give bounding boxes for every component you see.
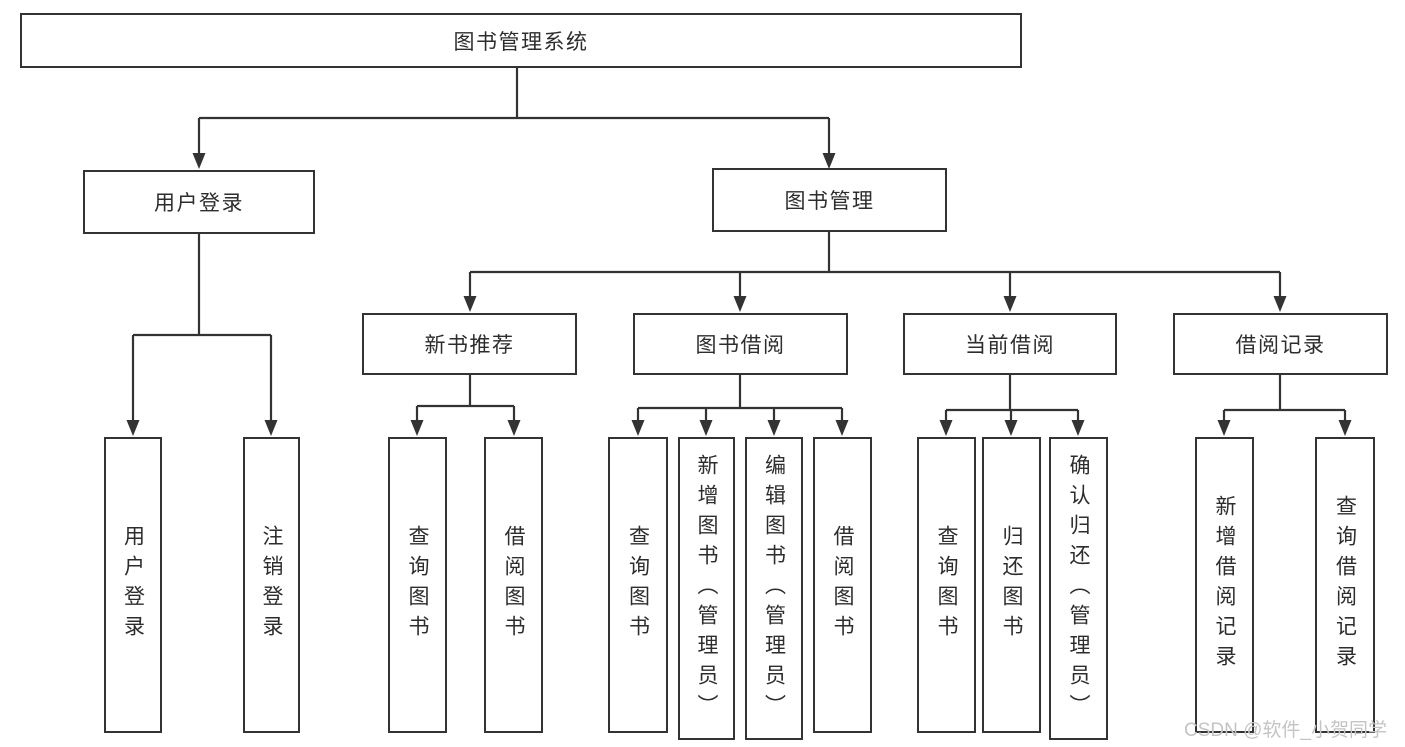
node-leaf-logout: 注销登录	[243, 437, 300, 733]
leaf-label: 注销登录	[260, 525, 283, 645]
node-leaf-br-add-record: 新增借阅记录	[1195, 437, 1254, 733]
node-borrow-records: 借阅记录	[1173, 313, 1388, 375]
node-leaf-cb-return-books: 归还图书	[982, 437, 1041, 733]
leaf-label: 新增图书（管理员）	[695, 453, 718, 724]
node-leaf-br-query-record: 查询借阅记录	[1315, 437, 1375, 733]
node-user-login: 用户登录	[83, 170, 315, 234]
node-leaf-bb-query-books: 查询图书	[608, 437, 668, 733]
leaf-label: 查询图书	[935, 525, 958, 645]
node-new-book-recommend: 新书推荐	[362, 313, 577, 375]
node-current-borrow: 当前借阅	[903, 313, 1117, 375]
node-leaf-bb-add-books-admin: 新增图书（管理员）	[678, 437, 735, 740]
node-leaf-bb-edit-books-admin: 编辑图书（管理员）	[745, 437, 803, 740]
node-leaf-user-login: 用户登录	[104, 437, 162, 733]
node-book-management: 图书管理	[712, 168, 947, 232]
node-leaf-cb-confirm-return-admin: 确认归还（管理员）	[1049, 437, 1108, 740]
node-leaf-rec-query-books: 查询图书	[388, 437, 447, 733]
leaf-label: 借阅图书	[831, 525, 854, 645]
leaf-label: 新增借阅记录	[1213, 495, 1236, 675]
node-leaf-cb-query-books: 查询图书	[917, 437, 976, 733]
leaf-label: 查询图书	[406, 525, 429, 645]
node-leaf-bb-borrow-books: 借阅图书	[813, 437, 872, 733]
leaf-label: 编辑图书（管理员）	[762, 453, 786, 724]
leaf-label: 归还图书	[1000, 525, 1023, 645]
leaf-label: 借阅图书	[502, 525, 525, 645]
leaf-label: 查询图书	[626, 525, 650, 645]
leaf-label: 查询借阅记录	[1333, 495, 1357, 675]
node-book-borrow: 图书借阅	[633, 313, 848, 375]
csdn-watermark: CSDN @软件_小贺同学	[1184, 720, 1387, 741]
node-root: 图书管理系统	[20, 13, 1022, 68]
node-leaf-rec-borrow-books: 借阅图书	[484, 437, 543, 733]
leaf-label: 用户登录	[121, 525, 145, 645]
leaf-label: 确认归还（管理员）	[1067, 453, 1090, 724]
